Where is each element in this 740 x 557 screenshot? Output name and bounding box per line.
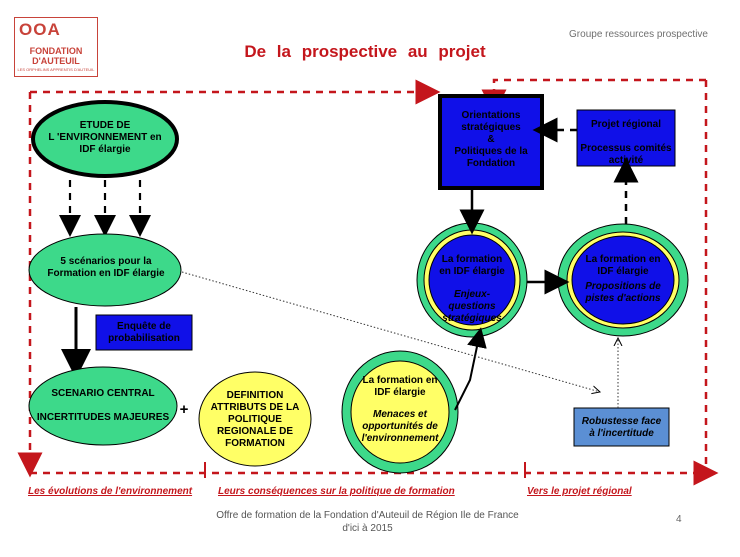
projet-regional-label: Projet régional Processus comités activi… xyxy=(580,119,672,166)
phase-label-projet: Vers le projet régional xyxy=(527,486,632,497)
scenarios-node xyxy=(28,233,182,307)
definition-node xyxy=(198,371,312,467)
fondation-auteuil-logo: OOA FONDATION D'AUTEUIL LES ORPHELINS AP… xyxy=(14,17,98,77)
logo-name: FONDATION D'AUTEUIL xyxy=(29,46,83,66)
page-number: 4 xyxy=(676,514,682,525)
scenarios-label: 5 scénarios pour la Formation en IDF éla… xyxy=(47,256,165,279)
footer-note: Offre de formation de la Fondation d'Aut… xyxy=(216,510,519,534)
formation-propositions-title: La formation en IDF élargie xyxy=(585,254,661,277)
etude-environnement-node xyxy=(31,100,179,178)
scenario-central-node xyxy=(28,366,178,446)
formation-menaces-title: La formation en IDF élargie xyxy=(362,375,438,398)
robustesse-label: Robustesse face à l'incertitude xyxy=(581,416,662,439)
formation-enjeux-sub: Enjeux- questions stratégiques xyxy=(442,289,502,324)
scenarios-to-robustesse-dotted xyxy=(181,271,600,392)
enquete-box xyxy=(95,314,193,351)
definition-label: DEFINITION ATTRIBUTS DE LA POLITIQUE REG… xyxy=(210,390,300,449)
formation-propositions-inner xyxy=(571,235,675,325)
logo-tagline: LES ORPHELINS APPRENTIS D'AUTEUIL xyxy=(17,67,95,72)
formation-enjeux-title: La formation en IDF élargie xyxy=(439,254,505,277)
enquete-label: Enquête de probabilisation xyxy=(108,321,180,344)
formation-propositions-sub: Propositions de pistes d'actions xyxy=(585,281,661,304)
formation-menaces-sub: Menaces et opportunités de l'environneme… xyxy=(361,409,439,444)
menaces-to-enjeux-arrow xyxy=(454,327,487,411)
formation-menaces-inner xyxy=(350,360,450,464)
page-title: De la prospective au projet xyxy=(244,42,486,61)
etude-to-scenarios-arrows xyxy=(59,180,151,237)
robustesse-box xyxy=(573,407,670,447)
logo-glyph: OOA xyxy=(19,20,61,39)
etude-label: ETUDE DE L 'ENVIRONNEMENT en IDF élargie xyxy=(48,120,162,155)
orientations-label: Orientations stratégiques & Politiques d… xyxy=(454,110,528,169)
phase-label-consequences: Leurs conséquences sur la politique de f… xyxy=(218,486,455,497)
group-label: Groupe ressources prospective xyxy=(569,29,708,40)
plus-sign: + xyxy=(179,401,189,418)
scenario-central-label: SCENARIO CENTRAL INCERTITUDES MAJEURES xyxy=(36,388,170,423)
phase-label-environnement: Les évolutions de l'environnement xyxy=(28,486,193,497)
formation-enjeux-inner xyxy=(428,234,516,326)
